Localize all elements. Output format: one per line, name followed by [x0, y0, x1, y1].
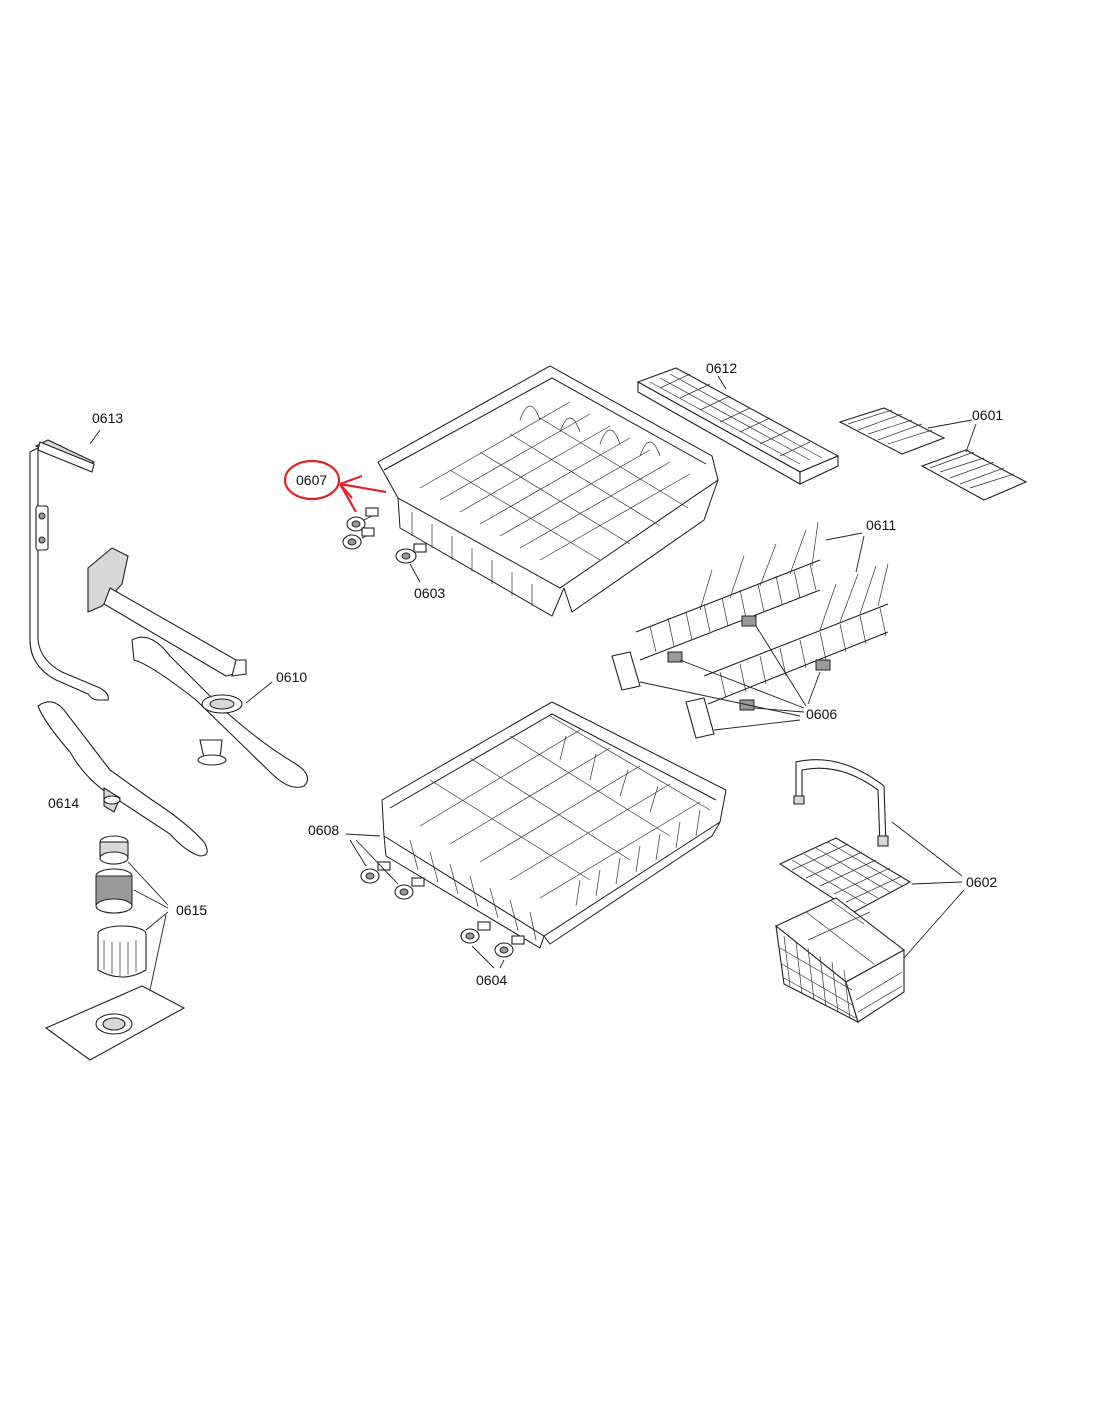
lower-basket-grid — [409, 715, 711, 941]
label-0614: 0614 — [48, 795, 79, 811]
upper-basket-wheels-0607 — [342, 507, 379, 550]
part-0611-tine-rows: 0611 — [635, 517, 896, 705]
part-0601-cup-shelves: 0601 — [838, 407, 1028, 501]
upper-basket-tines — [411, 401, 691, 606]
part-0612-tray: 0612 — [636, 360, 840, 485]
highlight-annotation-0607: 0607 — [283, 459, 387, 513]
part-lower-basket: 0608 0604 — [308, 701, 727, 988]
label-0603: 0603 — [414, 585, 445, 601]
lower-basket-wheels-0608 — [360, 861, 425, 900]
label-0601: 0601 — [972, 407, 1003, 423]
label-0602: 0602 — [966, 874, 997, 890]
label-0613: 0613 — [92, 410, 123, 426]
part-0615-filter-set: 0615 — [44, 835, 207, 1061]
part-0610-upper-spray-arm: 0610 — [87, 547, 309, 788]
label-0604: 0604 — [476, 972, 507, 988]
lower-basket-wheels-0604 — [460, 921, 525, 958]
highlight-arrow — [339, 474, 387, 513]
part-0602-cutlery-basket: 0602 — [774, 759, 997, 1024]
label-0612: 0612 — [706, 360, 737, 376]
upper-basket-wheel-0603 — [395, 543, 427, 583]
label-0606: 0606 — [806, 706, 837, 722]
label-0615: 0615 — [176, 902, 207, 918]
label-0607: 0607 — [296, 472, 327, 488]
label-0608: 0608 — [308, 822, 339, 838]
part-0606-clips: 0606 — [611, 615, 837, 739]
part-0613-supply-pipe: 0613 — [29, 410, 123, 701]
part-upper-basket: 0603 — [342, 365, 719, 617]
part-0614-lower-spray-arm: 0614 — [37, 701, 208, 857]
label-0610: 0610 — [276, 669, 307, 685]
label-0611: 0611 — [866, 517, 896, 533]
highlight-circle — [283, 459, 341, 501]
